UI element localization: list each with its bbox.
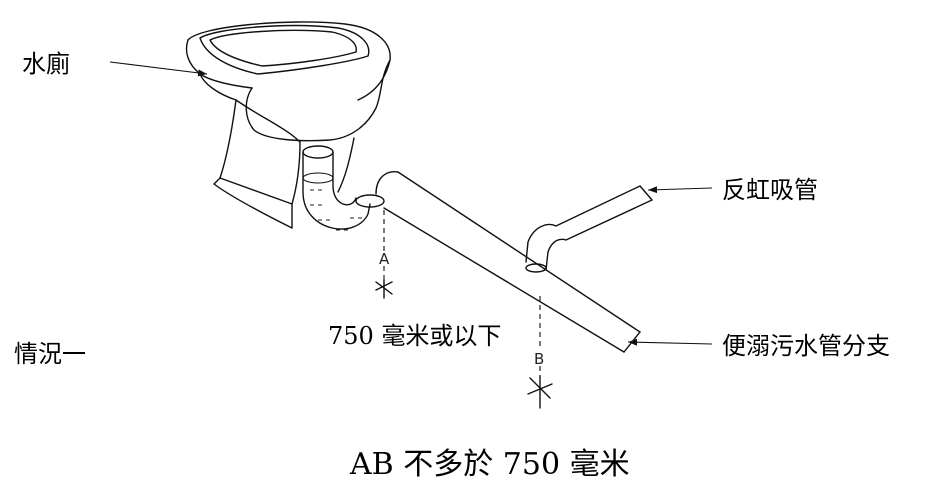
caption: AB 不多於 750 毫米	[349, 447, 630, 479]
toilet-label: 水廁	[22, 50, 70, 78]
point-b-label: B	[534, 350, 544, 368]
dimension-b	[527, 296, 553, 409]
branch-pipe-leader-arrow	[627, 338, 713, 346]
u-trap-drawing	[302, 145, 385, 231]
anti-siphon-pipe-label: 反虹吸管	[722, 176, 818, 204]
anti-siphon-leader-arrow	[647, 186, 713, 194]
anti-siphon-pipe-drawing	[525, 185, 653, 273]
toilet-drawing	[185, 21, 391, 229]
point-a-label: A	[379, 250, 390, 268]
branch-pipe-label: 便溺污水管分支	[722, 332, 890, 360]
toilet-leader-arrow	[109, 61, 208, 77]
dimension-a	[375, 210, 393, 299]
case-label: 情況一	[14, 340, 86, 368]
dimension-a-label: 750 毫米或以下	[328, 322, 501, 350]
